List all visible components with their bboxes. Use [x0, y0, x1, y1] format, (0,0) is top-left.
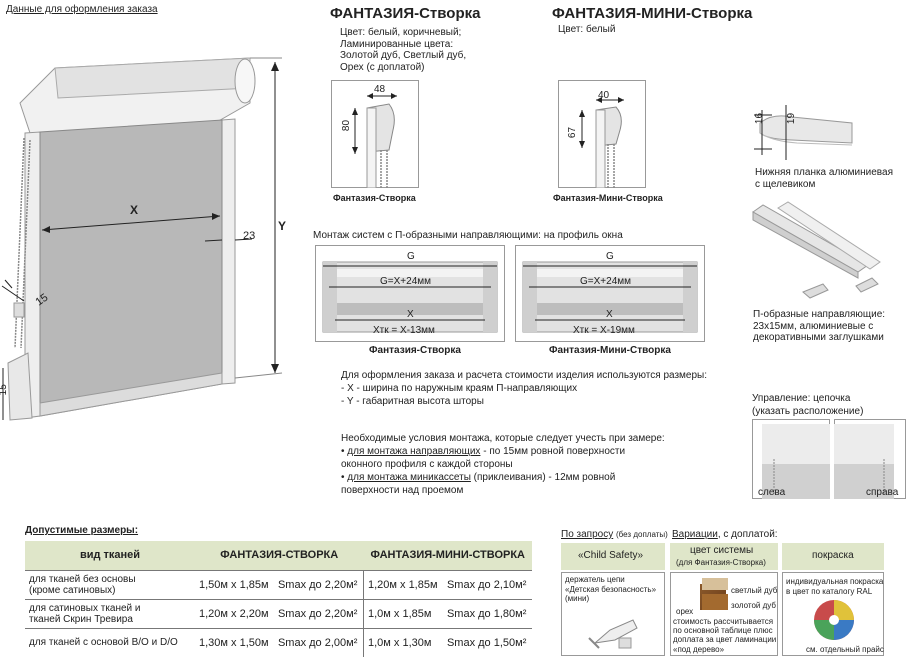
system-color-cell [670, 572, 778, 656]
table-cell-fantasy-s: Smax до 2,20м² [273, 569, 364, 599]
profile-mini-height: 67 [567, 126, 579, 139]
mount-fantasy-x: X [407, 309, 414, 320]
profile-fantasy-caption: Фантазия-Створка [333, 193, 416, 203]
bottom-bar-dim-19: 19 [786, 112, 798, 125]
control-right-drawing [834, 424, 894, 499]
table-cell-mini-size: 1,20м x 1,85м [363, 569, 443, 599]
title-fantasy: ФАНТАЗИЯ-Створка [330, 5, 481, 22]
table-cell-fabric: для тканей без основы(кроме сатиновых) [25, 569, 195, 599]
profile-fantasy-width: 48 [374, 84, 386, 95]
painting-label: покраска [812, 550, 854, 561]
title-fantasy-mini: ФАНТАЗИЯ-МИНИ-Створка [552, 5, 753, 22]
profile-mini-caption: Фантазия-Мини-Створка [553, 193, 663, 203]
table-title: Допустимые размеры: [25, 525, 139, 536]
table-cell-fantasy-size: 1,30м x 1,50м [195, 627, 274, 657]
table-row: для тканей без основы(кроме сатиновых) 1… [25, 569, 532, 599]
child-safety-label: «Child Safety» [578, 550, 644, 561]
profile-fantasy-drawing [352, 93, 397, 188]
table-header-row: вид тканей ФАНТАЗИЯ-СТВОРКА ФАНТАЗИЯ-МИН… [25, 541, 532, 570]
mount-mini-g: G [606, 251, 614, 262]
chain-holder-drawing [588, 619, 638, 649]
painting-header [782, 543, 884, 570]
mount-diagram-fantasy [322, 261, 498, 333]
bottom-bar-dim-16: 16 [754, 112, 766, 125]
table-header-fabric: вид тканей [25, 541, 195, 570]
price-ref: см. отдельный прайс [806, 645, 884, 654]
light-oak-label: светлый дуб [731, 586, 778, 595]
profile-mini-drawing [579, 97, 624, 188]
system-color-note: (для Фантазия-Створка) [676, 558, 766, 567]
guides-drawing [752, 201, 881, 299]
table-cell-fantasy-size: 1,50м x 1,85м [195, 569, 274, 599]
guides-caption: П-образные направляющие: 23x15мм, алюмин… [753, 309, 886, 343]
mount-fantasy-xtk: Xтк = X-13мм [373, 325, 435, 336]
table-cell-mini-s: Smax до 1,50м² [442, 627, 532, 657]
variations-heading: Вариации, с доплатой: [672, 529, 778, 540]
mount-diagram-mini [522, 261, 698, 333]
mount-fantasy-caption: Фантазия-Створка [369, 345, 461, 356]
table-cell-fantasy-s: Smax до 2,00м² [273, 627, 364, 657]
sizes-table: вид тканей ФАНТАЗИЯ-СТВОРКА ФАНТАЗИЯ-МИН… [25, 541, 532, 657]
bottom-bar-caption: Нижняя планка алюминиевая с щелевиком [755, 167, 893, 190]
table-cell-fantasy-size: 1,20м x 2,20м [195, 598, 274, 628]
table-header-fantasy: ФАНТАЗИЯ-СТВОРКА [195, 541, 364, 570]
order-data-heading: Данные для оформления заказа [6, 4, 158, 15]
paint-note: индивидуальная покраска в цвет по катало… [786, 577, 884, 596]
mount-mini-x: X [606, 309, 613, 320]
child-safety-cell [561, 572, 665, 656]
profile-fantasy-height: 80 [341, 119, 353, 132]
walnut-label: орех [676, 607, 694, 616]
mount-title: Монтаж систем с П-образными направляющим… [313, 230, 623, 241]
system-color-header [670, 543, 778, 570]
table-cell-mini-size: 1,0м x 1,30м [363, 627, 443, 657]
dim-15-side-label: 15 [0, 384, 9, 396]
mount-fantasy-g: G [407, 251, 415, 262]
control-left-label: слева [758, 487, 786, 498]
ral-fan-icon [814, 600, 854, 640]
golden-oak-swatch [702, 594, 728, 610]
painting-cell [782, 572, 884, 656]
on-request-heading: По запросу (без доплаты) [561, 529, 668, 540]
holder-text: держатель цепи «Детская безопасность» (м… [565, 575, 657, 604]
control-left-drawing [762, 424, 830, 499]
conditions-block: Необходимые условия монтажа, которые сле… [341, 433, 665, 496]
golden-oak-label: золотой дуб [731, 601, 776, 610]
control-right-label: справа [866, 487, 899, 498]
laminate-note: стоимость рассчитывается по основной таб… [673, 617, 777, 654]
table-cell-mini-s: Smax до 1,80м² [442, 598, 532, 628]
profile-mini-width: 40 [598, 90, 610, 101]
dim-x-label: X [130, 203, 139, 217]
mount-mini-gx: G=X+24мм [580, 276, 632, 287]
mini-colors: Цвет: белый [558, 24, 616, 35]
table-cell-mini-s: Smax до 2,10м² [442, 569, 532, 599]
control-title: Управление: цепочка (указать расположени… [752, 393, 864, 417]
mount-mini-xtk: Xтк = X-19мм [573, 325, 635, 336]
dim-y-label: Y [278, 219, 287, 233]
system-color-label: цвет системы [690, 545, 754, 556]
table-row: для тканей с основой B/O и D/O 1,30м x 1… [25, 627, 532, 657]
mount-diagram-fantasy-frame [315, 245, 505, 342]
sizes-text: Для оформления заказа и расчета стоимост… [341, 370, 708, 407]
dim-23-label: 23 [243, 230, 256, 242]
child-safety-header [561, 543, 665, 570]
bottom-bar-drawing [754, 105, 853, 160]
table-cell-mini-size: 1,0м x 1,85м [363, 598, 443, 628]
table-cell-fabric: для тканей с основой B/O и D/O [25, 627, 195, 657]
mount-fantasy-gx: G=X+24мм [380, 276, 432, 287]
table-cell-fantasy-s: Smax до 2,20м² [273, 598, 364, 628]
table-header-mini: ФАНТАЗИЯ-МИНИ-СТВОРКА [363, 541, 532, 570]
light-oak-swatch [702, 578, 728, 590]
fantasy-colors: Цвет: белый, коричневый; Ламинированные … [340, 27, 467, 73]
mount-diagram-mini-frame [515, 245, 705, 342]
main-blind-drawing [1, 57, 283, 421]
mount-mini-caption: Фантазия-Мини-Створка [549, 345, 671, 356]
